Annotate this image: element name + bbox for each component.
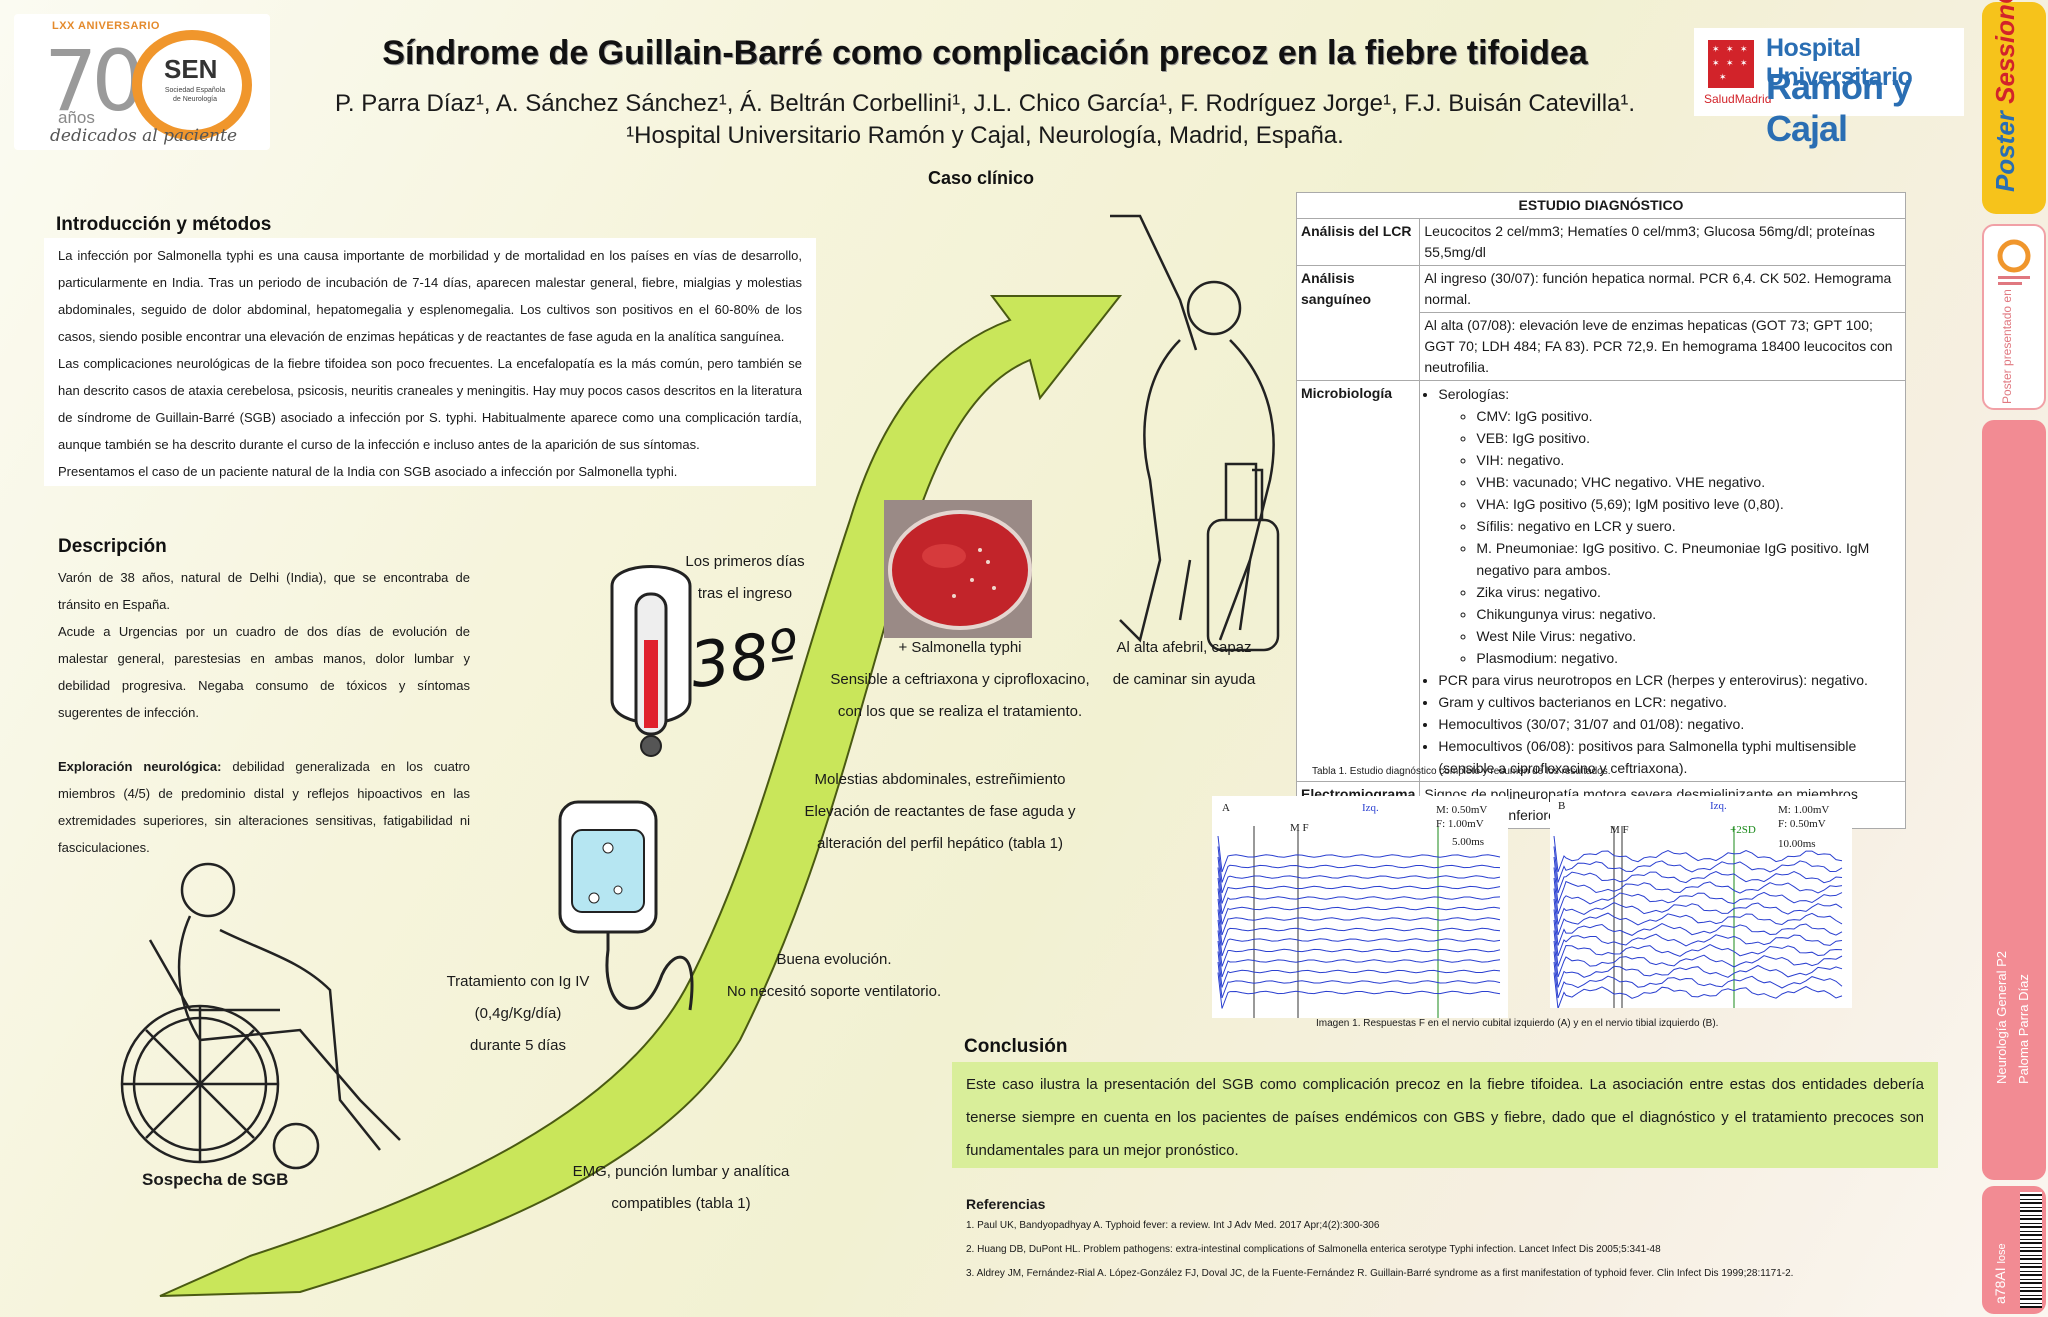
emg-trace: [1217, 846, 1501, 883]
wheelchair-person-icon: [120, 862, 401, 1170]
emg-trace: [1217, 877, 1501, 915]
description-paragraph: Acude a Urgencias por un cuadro de dos d…: [58, 624, 470, 720]
sen-ring-icon: [132, 30, 252, 140]
table-row: Microbiología Serologías: CMV: IgG posit…: [1295, 380, 1906, 782]
references-heading: Referencias: [966, 1196, 1046, 1212]
emg-trace: [1217, 835, 1501, 873]
poster-title: Síndrome de Guillain-Barré como complica…: [382, 34, 1588, 72]
emg-trace: [1553, 835, 1843, 873]
sen-logo: LXX ANIVERSARIO 70 años SEN Sociedad Esp…: [14, 14, 270, 150]
emg-trace: [1217, 972, 1501, 1009]
hospital-line1: Hospital Universitario: [1766, 34, 1913, 91]
intro-paragraph: Presentamos el caso de un paciente natur…: [58, 464, 678, 479]
sen-anos: años: [58, 108, 95, 127]
references-list: 1. Paul UK, Bandyopadhyay A. Typhoid fev…: [966, 1218, 1966, 1290]
description-paragraph: Varón de 38 años, natural de Delhi (Indi…: [58, 570, 470, 612]
journey-arrow: [159, 295, 1123, 1297]
emg-trace: [1217, 909, 1501, 946]
emg-trace: [1553, 909, 1843, 946]
emg-trace: [1553, 898, 1843, 936]
sen-fullname: Sociedad Española de Neurología: [164, 87, 226, 103]
sen-aniversario: LXX ANIVERSARIO: [52, 20, 160, 32]
madrid-stars-icon: ✶✶✶ ✶✶✶ ✶: [1708, 40, 1754, 88]
emg-trace: [1217, 898, 1501, 936]
barcode-icon: [2020, 1192, 2042, 1308]
thermometer-icon: [610, 565, 692, 757]
f-wave-traces-a: [1217, 826, 1501, 1018]
sen-motto: dedicados al paciente: [50, 126, 238, 146]
emg-trace: [1217, 856, 1501, 894]
emg-panel-a: A Izq. M F M: 0.50mV F: 1.00mV 5.00ms: [1212, 796, 1508, 1018]
emg-trace: [1553, 888, 1843, 925]
intro-paragraph: La infección por Salmonella typhi es una…: [58, 248, 802, 344]
emg-caption: Imagen 1. Respuestas F en el nervio cubi…: [1316, 1018, 1719, 1029]
f-wave-traces-b: [1553, 826, 1843, 1009]
emg-trace: [1553, 877, 1843, 915]
ig-treatment-label: Tratamiento con Ig IV(0,4g/Kg/día)durant…: [446, 973, 590, 1054]
poster-session-badge: Poster SessionOnline 2020: [1982, 0, 2046, 214]
salud-madrid: SaludMadrid: [1704, 92, 1772, 106]
reference-item: 2. Huang DB, DuPont HL. Problem pathogen…: [966, 1244, 1661, 1255]
poster-authors: P. Parra Díaz¹, A. Sánchez Sánchez¹, Á. …: [334, 90, 1636, 117]
gbs-suspicion-label: Sospecha de SGB: [142, 1170, 289, 1189]
emg-trace: [1217, 940, 1501, 978]
sen-acronym: SEN: [164, 54, 218, 84]
emg-trace: [1217, 930, 1501, 967]
description-body: Varón de 38 años, natural de Delhi (Indi…: [58, 564, 470, 861]
emg-trace: [1553, 972, 1843, 1009]
exploration-paragraph: Exploración neurológica: debilidad gener…: [58, 753, 470, 861]
intro-box: La infección por Salmonella typhi es una…: [44, 238, 816, 486]
emg-trace: [1217, 961, 1501, 999]
conclusion-text: Este caso ilustra la presentación del SG…: [966, 1076, 1924, 1159]
emg-trace: [1553, 961, 1843, 999]
emg-trace: [1553, 867, 1843, 904]
emg-trace: [1217, 888, 1501, 925]
evolution-label: Buena evolución.No necesitó soporte vent…: [726, 951, 942, 1000]
conclusion-heading: Conclusión: [964, 1036, 1068, 1057]
walking-person-icon: [1110, 214, 1280, 652]
emg-panel-b: B Izq. M F +2SD M: 1.00mV F: 0.50mV 10.0…: [1550, 796, 1852, 1009]
emg-trace: [1553, 846, 1843, 883]
conclusion-box: Este caso ilustra la presentación del SG…: [952, 1062, 1938, 1168]
intro-heading: Introducción y métodos: [56, 214, 272, 235]
hospital-line2: Ramón y Cajal: [1766, 66, 1912, 149]
poster-affiliation: ¹Hospital Universitario Ramón y Cajal, N…: [626, 122, 1344, 149]
reference-item: 3. Aldrey JM, Fernández-Rial A. López-Go…: [966, 1268, 1794, 1279]
description-heading: Descripción: [58, 536, 167, 557]
temperature-reading: 38º: [685, 614, 803, 703]
iv-bag-icon: [558, 800, 694, 1011]
emg-trace: [1553, 930, 1843, 967]
reference-item: 1. Paul UK, Bandyopadhyay A. Typhoid fev…: [966, 1220, 1380, 1231]
category-strip: Neurología General P2 Paloma Parra Díaz: [1982, 420, 2046, 1180]
sen-seventy: 70: [44, 32, 145, 130]
emg-trace: [1553, 951, 1843, 988]
emg-trace: [1553, 940, 1843, 978]
hospital-logo: ✶✶✶ ✶✶✶ ✶ SaludMadrid Hospital Universit…: [1694, 28, 1964, 149]
code-strip: a78AI lose: [1982, 1186, 2046, 1314]
table-title: ESTUDIO DIAGNÓSTICO: [1296, 192, 1906, 219]
presented-badge: Poster presentado en: [1982, 224, 2046, 410]
emg-trace: [1217, 951, 1501, 988]
emg-trace: [1217, 867, 1501, 904]
salmonella-culture-image: [884, 500, 1032, 638]
caso-heading: Caso clínico: [928, 168, 1035, 188]
table-row: Al alta (07/08): elevación leve de enzim…: [1297, 312, 1906, 381]
exploration-label: Exploración neurológica:: [58, 759, 222, 774]
intro-paragraph: Las complicaciones neurológicas de la fi…: [58, 356, 802, 452]
sen-mini-icon: [1997, 239, 2031, 285]
table-caption: Tabla 1. Estudio diagnóstico completo y …: [1312, 766, 1611, 777]
emg-trace: [1553, 856, 1843, 894]
emg-trace: [1553, 919, 1843, 957]
emg-trace: [1217, 919, 1501, 957]
exploration-text: debilidad generalizada en los cuatro mie…: [58, 759, 470, 855]
